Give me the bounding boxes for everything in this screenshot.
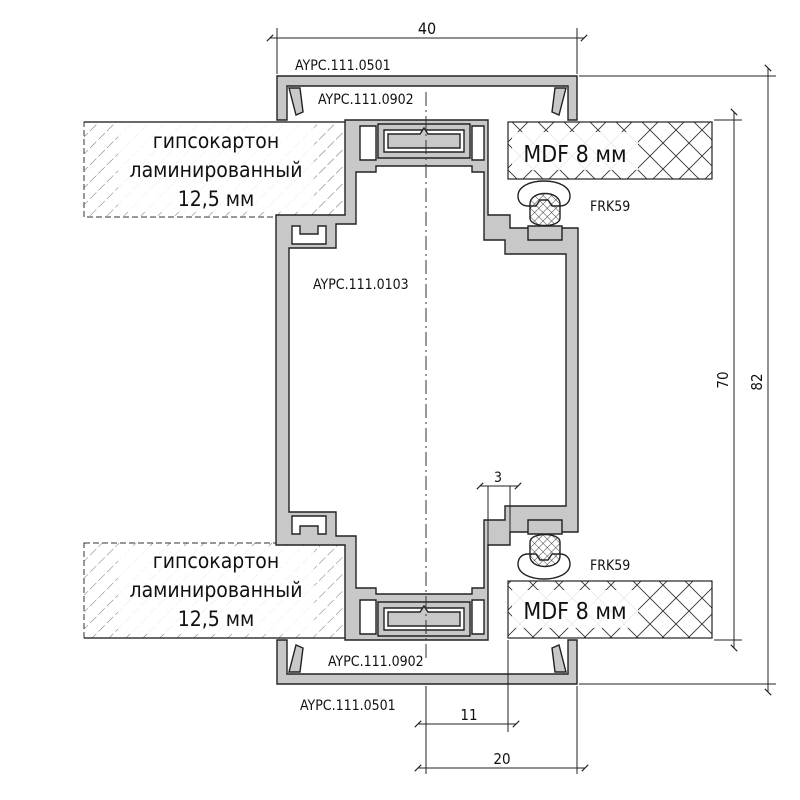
mdf-bottom-label: MDF 8 мм (523, 599, 626, 625)
label-outer-cap-top: AYPC.111.0501 (295, 58, 391, 74)
dimension-lines (266, 28, 776, 774)
label-outer-cap-bottom: AYPC.111.0501 (300, 698, 396, 714)
dim-total-height-label: 82 (748, 373, 766, 390)
dim-half-label: 20 (493, 750, 510, 768)
inner-cap-profile-bottom (377, 601, 471, 637)
drywall-panel-bottom: гипсокартон ламинированный 12,5 мм (83, 542, 348, 639)
seal-frk59-bottom (517, 519, 571, 580)
label-inner-cap-bottom: AYPC.111.0902 (328, 654, 424, 670)
dim-inner-height-label: 70 (714, 371, 732, 388)
drywall-top-line1: гипсокартон (153, 129, 279, 153)
mdf-panel-bottom: MDF 8 мм (507, 580, 713, 639)
drywall-bottom-line2: ламинированный (130, 578, 303, 602)
label-inner-cap-top: AYPC.111.0902 (318, 92, 414, 108)
outer-cap-profile-bottom (276, 639, 578, 685)
seal-frk59-top (517, 180, 571, 241)
drywall-top-line3: 12,5 мм (178, 187, 255, 211)
drywall-panel-top: гипсокартон ламинированный 12,5 мм (83, 121, 348, 218)
main-profile (275, 119, 579, 641)
mdf-top-label: MDF 8 мм (523, 142, 626, 168)
inner-cap-profile-top (377, 123, 471, 159)
label-seal-top: FRK59 (590, 199, 630, 215)
drywall-bottom-line3: 12,5 мм (178, 607, 255, 631)
dim-gap-label: 3 (494, 470, 502, 486)
dim-offset-label: 11 (460, 706, 477, 724)
mdf-panel-top: MDF 8 мм (507, 121, 713, 180)
label-seal-bottom: FRK59 (590, 558, 630, 574)
drywall-top-line2: ламинированный (130, 158, 303, 182)
outer-cap-profile-top (276, 75, 578, 121)
dim-width-label: 40 (418, 19, 436, 38)
label-main-profile: AYPC.111.0103 (313, 277, 409, 293)
drywall-bottom-line1: гипсокартон (153, 549, 279, 573)
